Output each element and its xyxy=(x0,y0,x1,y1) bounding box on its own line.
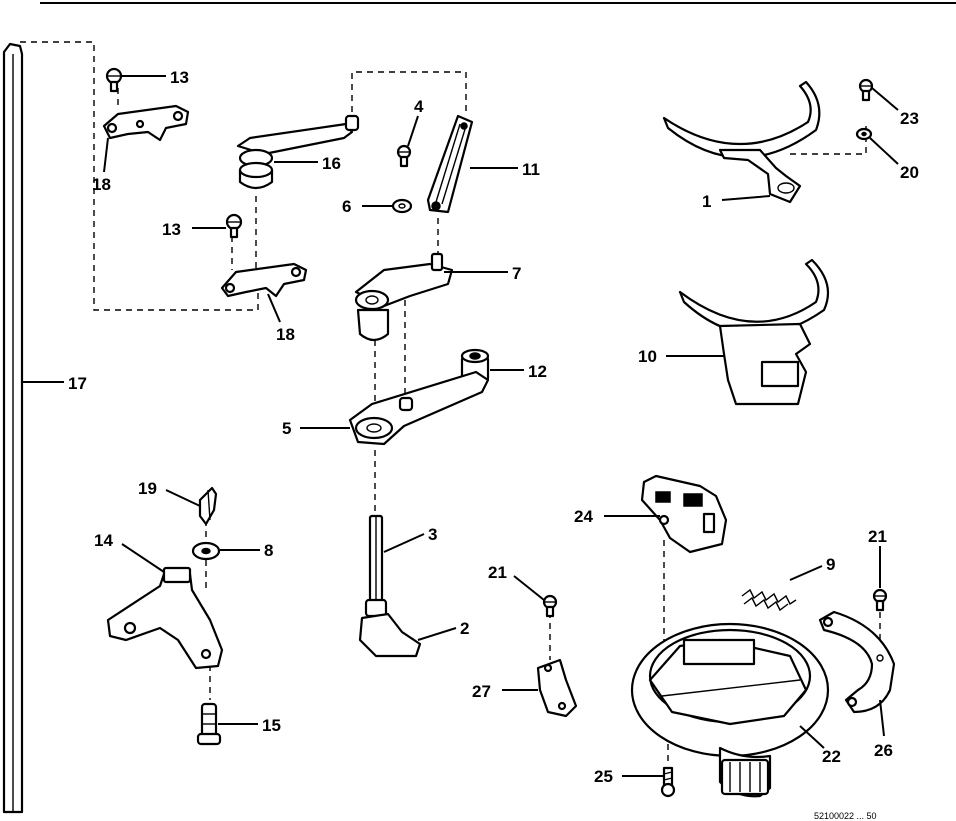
part-25-screw xyxy=(660,766,676,798)
part-13-screw-middle xyxy=(225,213,243,239)
part-16-crank-cam xyxy=(236,114,360,190)
part-18-bracket-top xyxy=(102,104,190,142)
part-21-screw-right xyxy=(872,588,888,612)
callout-4: 4 xyxy=(414,97,424,116)
callout-25: 25 xyxy=(594,767,613,786)
callout-labels: 13 18 16 4 11 6 13 18 7 12 5 17 19 14 8 … xyxy=(68,68,919,821)
callout-27: 27 xyxy=(472,682,491,701)
callout-17: 17 xyxy=(68,374,87,393)
part-26-curved-bracket xyxy=(818,610,896,714)
callout-24: 24 xyxy=(574,507,593,526)
part-22-round-base xyxy=(630,622,830,798)
part-27-bracket xyxy=(536,658,578,718)
callout-7: 7 xyxy=(512,264,521,283)
part-6-washer xyxy=(391,198,413,214)
part-2-foot xyxy=(358,598,422,658)
callout-26: 26 xyxy=(874,741,893,760)
part-10-arc-bracket xyxy=(678,258,830,406)
part-19-pin xyxy=(198,486,218,526)
leader-lines xyxy=(22,75,899,777)
callout-18-top: 18 xyxy=(92,175,111,194)
callout-8: 8 xyxy=(264,541,273,560)
callout-3: 3 xyxy=(428,525,437,544)
part-4-screw xyxy=(396,144,412,168)
part-15-screw xyxy=(196,702,222,746)
callout-15: 15 xyxy=(262,716,281,735)
part-17-rod xyxy=(2,42,24,814)
part-13-screw-top xyxy=(105,67,123,93)
callout-13-top: 13 xyxy=(170,68,189,87)
part-20-washer xyxy=(855,127,873,141)
part-1-arc-bracket xyxy=(662,80,821,204)
callout-21-right: 21 xyxy=(868,527,887,546)
part-18-bracket-middle xyxy=(220,262,308,298)
callout-19: 19 xyxy=(138,479,157,498)
part-8-washer xyxy=(191,541,221,561)
callout-21-middle: 21 xyxy=(488,563,507,582)
callout-9: 9 xyxy=(826,555,835,574)
callout-6: 6 xyxy=(342,197,351,216)
callout-20: 20 xyxy=(900,163,919,182)
callout-12: 12 xyxy=(528,362,547,381)
part-24-block xyxy=(640,474,728,554)
part-14-bracket xyxy=(106,566,224,670)
footer-code: 52100022 ... 50 xyxy=(814,811,877,821)
part-21-screw-middle xyxy=(542,594,558,618)
callout-5: 5 xyxy=(282,419,291,438)
part-9-spring xyxy=(741,588,797,612)
callout-14: 14 xyxy=(94,531,113,550)
part-23-screw xyxy=(858,78,874,102)
callout-10: 10 xyxy=(638,347,657,366)
callout-2: 2 xyxy=(460,619,469,638)
callout-23: 23 xyxy=(900,109,919,128)
callout-13-middle: 13 xyxy=(162,220,181,239)
callout-18-middle: 18 xyxy=(276,325,295,344)
assembly-dashed-lines xyxy=(20,41,881,765)
callout-1: 1 xyxy=(702,192,711,211)
part-11-link xyxy=(426,114,474,214)
callout-22: 22 xyxy=(822,747,841,766)
callout-16: 16 xyxy=(322,154,341,173)
part-7-crank xyxy=(354,252,454,342)
part-5-lever-arm xyxy=(348,370,490,446)
callout-11: 11 xyxy=(522,160,540,179)
part-3-shaft xyxy=(368,514,384,608)
